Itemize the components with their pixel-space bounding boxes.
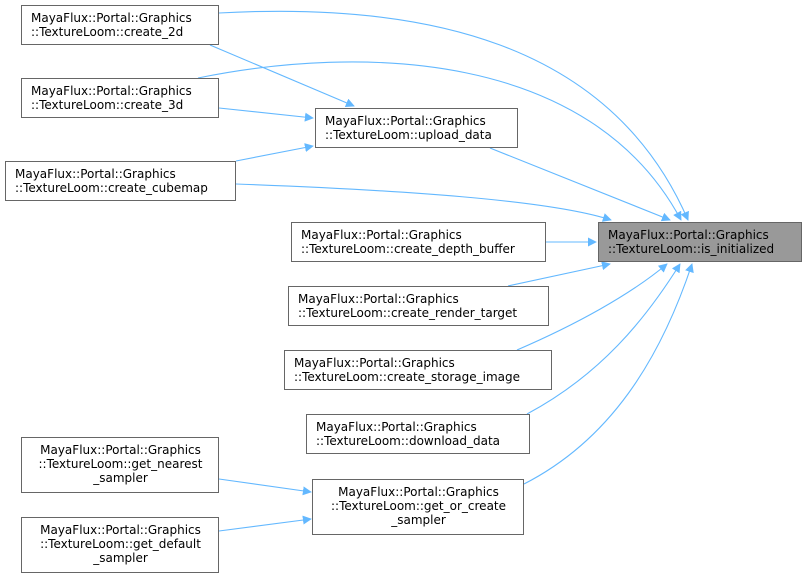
edge-download-data-to-is-initialized [526, 263, 681, 415]
edge-create-cubemap-to-is-initialized [235, 183, 612, 222]
node-label-line: MayaFlux::Portal::Graphics [301, 228, 462, 242]
node-create-render-target[interactable]: MayaFlux::Portal::Graphics::TextureLoom:… [288, 286, 549, 326]
node-label-line: ::TextureLoom::create_2d [31, 25, 184, 39]
node-label-line: ::TextureLoom::download_data [316, 434, 501, 448]
node-label-line: ::TextureLoom::create_3d [31, 98, 184, 112]
node-label-line: ::TextureLoom::get_default [40, 537, 201, 551]
node-label-line: MayaFlux::Portal::Graphics [338, 485, 499, 499]
node-label-line: MayaFlux::Portal::Graphics [316, 420, 477, 434]
node-label-line: ::TextureLoom::create_storage_image [294, 370, 521, 384]
edge-create-2d-to-is-initialized [218, 10, 689, 221]
node-create-storage-image[interactable]: MayaFlux::Portal::Graphics::TextureLoom:… [284, 350, 552, 390]
node-create-2d[interactable]: MayaFlux::Portal::Graphics::TextureLoom:… [21, 5, 219, 45]
node-label-line: ::TextureLoom::upload_data [325, 128, 492, 142]
edge-create-render-target-to-is-initialized [507, 261, 611, 287]
node-upload-data[interactable]: MayaFlux::Portal::Graphics::TextureLoom:… [315, 108, 518, 148]
node-label-line: _sampler [93, 471, 148, 485]
node-get-nearest-sampler[interactable]: MayaFlux::Portal::Graphics::TextureLoom:… [21, 437, 219, 493]
edge-get-default-sampler-to-get-or-create-sampler [218, 515, 312, 532]
node-label-line: MayaFlux::Portal::Graphics [40, 443, 201, 457]
node-label-line: MayaFlux::Portal::Graphics [40, 523, 201, 537]
node-create-cubemap[interactable]: MayaFlux::Portal::Graphics::TextureLoom:… [5, 161, 236, 201]
node-label-line: MayaFlux::Portal::Graphics [325, 114, 486, 128]
node-label-line: ::TextureLoom::is_initialized [608, 242, 775, 256]
node-label-line: _sampler [391, 513, 446, 527]
node-label-line: ::TextureLoom::create_cubemap [15, 181, 208, 195]
node-get-or-create-sampler[interactable]: MayaFlux::Portal::Graphics::TextureLoom:… [312, 479, 524, 535]
node-label-line: MayaFlux::Portal::Graphics [31, 11, 192, 25]
edge-create-storage-image-to-is-initialized [516, 263, 668, 351]
edge-create-cubemap-to-upload-data [235, 143, 314, 162]
node-label-line: MayaFlux::Portal::Graphics [15, 167, 176, 181]
node-label-line: ::TextureLoom::get_nearest [38, 457, 203, 471]
edge-create-3d-to-is-initialized [197, 61, 682, 221]
edge-get-or-create-sampler-to-is-initialized [523, 263, 694, 485]
node-download-data[interactable]: MayaFlux::Portal::Graphics::TextureLoom:… [306, 414, 530, 454]
node-create-depth-buffer[interactable]: MayaFlux::Portal::Graphics::TextureLoom:… [291, 222, 546, 262]
edge-create-3d-to-upload-data [218, 107, 314, 122]
node-label-line: MayaFlux::Portal::Graphics [294, 356, 455, 370]
node-label-line: MayaFlux::Portal::Graphics [31, 84, 192, 98]
edge-get-nearest-sampler-to-get-or-create-sampler [218, 478, 312, 496]
node-label-line: _sampler [93, 551, 148, 565]
node-label-line: ::TextureLoom::create_render_target [298, 306, 518, 320]
node-label-line: MayaFlux::Portal::Graphics [608, 228, 769, 242]
edge-create-2d-to-upload-data [209, 44, 355, 107]
node-label-line: ::TextureLoom::get_or_create [330, 499, 507, 513]
node-label-line: MayaFlux::Portal::Graphics [298, 292, 459, 306]
edge-upload-data-to-is-initialized [489, 147, 671, 222]
node-get-default-sampler[interactable]: MayaFlux::Portal::Graphics::TextureLoom:… [21, 517, 219, 573]
node-is-initialized: MayaFlux::Portal::Graphics::TextureLoom:… [598, 222, 802, 262]
node-create-3d[interactable]: MayaFlux::Portal::Graphics::TextureLoom:… [21, 78, 219, 118]
node-label-line: ::TextureLoom::create_depth_buffer [301, 242, 515, 256]
